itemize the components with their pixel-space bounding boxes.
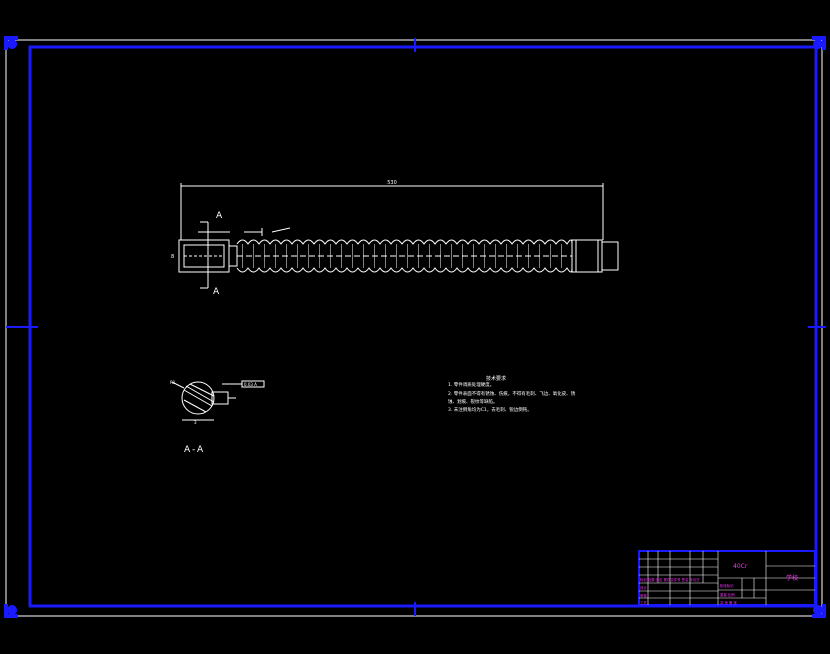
title-block-row-6: 重量 比例 xyxy=(720,592,735,597)
notes-line-1: 1. 零件调质处理硬度。 xyxy=(448,381,494,388)
notes-line-2: 2. 零件表面不得有锈蚀、伤痕，不得有毛刺、飞边、氧化皮、锈 xyxy=(448,390,576,397)
title-block-row-2: 设计 xyxy=(640,585,647,590)
overall-length-label: 530 xyxy=(387,180,397,186)
section-view xyxy=(171,380,265,421)
title-block-row-1: 标记 处数 分区 更改文件号 签名 年月日 xyxy=(640,577,700,582)
notes-line-3: 蚀、划痕、裂纹等缺陷。 xyxy=(448,398,498,405)
title-block-material: 40Cr xyxy=(733,563,748,570)
section-caption: A-A xyxy=(184,445,205,455)
section-dim-label: 3 xyxy=(194,420,197,425)
title-block-row-7: 共 张 第 张 xyxy=(720,600,737,605)
center-marks xyxy=(6,38,826,616)
inner-frame xyxy=(28,45,818,608)
title-block-row-3: 审核 xyxy=(640,593,647,598)
tolerance-box-label: 0.03 A xyxy=(244,382,257,387)
leader-left-label: R1 xyxy=(170,380,176,385)
section-label-top: A xyxy=(216,211,223,221)
title-block-row-5: 阶段标记 xyxy=(720,583,734,588)
shaft-drawing xyxy=(178,183,619,289)
corner-marks xyxy=(4,36,826,618)
notes-line-4: 3. 未注倒角均为C1，去毛刺、锐边倒钝。 xyxy=(448,406,532,413)
title-block-row-4: 工艺 xyxy=(640,600,647,605)
notes-title: 技术要求 xyxy=(486,375,506,382)
section-label-bottom: A xyxy=(213,287,220,297)
outer-frame xyxy=(5,39,823,617)
title-block xyxy=(638,550,816,606)
left-dim-label: 8 xyxy=(171,254,174,260)
title-block-company: 学校 xyxy=(786,574,798,582)
